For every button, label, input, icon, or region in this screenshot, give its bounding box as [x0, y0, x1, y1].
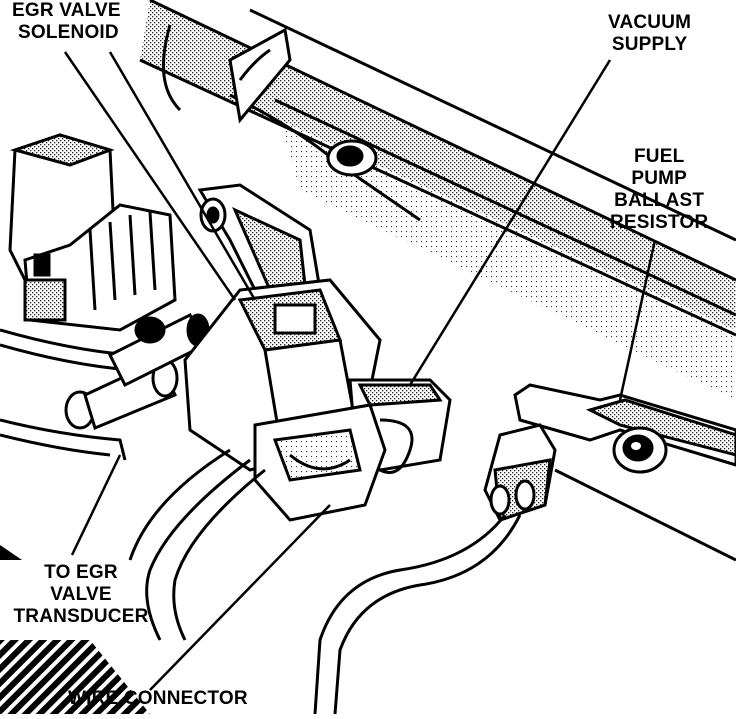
- leader-egr-transducer: [70, 454, 122, 556]
- resistor-bolt-icon: [612, 426, 668, 474]
- leader-ballast-resistor: [618, 239, 657, 401]
- label-fuel-pump-ballast-resistor: FUEL PUMP BALLAST RESISTOR: [610, 146, 708, 234]
- label-line: EGR VALVE: [12, 0, 121, 21]
- label-line: VALVE: [50, 584, 112, 605]
- label-line: BALLAST: [614, 190, 705, 211]
- connector-wires: [128, 448, 266, 641]
- hatched-harness: [0, 545, 150, 714]
- leader-egr-solenoid: [63, 51, 237, 301]
- fender-panel: [139, 0, 736, 562]
- label-line: VACUUM: [608, 12, 692, 33]
- fender-bolt-icon: [326, 139, 378, 177]
- label-egr-valve-solenoid: EGR VALVE SOLENOID: [12, 0, 121, 44]
- label-line: WIRE CONNECTOR: [68, 688, 248, 709]
- leader-lines: [63, 51, 657, 691]
- leader-wire-connector: [149, 504, 331, 691]
- label-line: TO EGR: [44, 562, 118, 583]
- vacuum-hose-top: [161, 24, 292, 124]
- ballast-resistor: [513, 383, 736, 467]
- label-line: RESISTOR: [610, 212, 709, 233]
- wire-connector: [253, 403, 414, 522]
- label-line: SOLENOID: [18, 22, 119, 43]
- resistor-plug: [483, 423, 557, 523]
- leader-egr-solenoid-2: [108, 51, 257, 301]
- label-wire-connector: WIRE CONNECTOR: [68, 688, 248, 710]
- label-line: PUMP: [631, 168, 688, 189]
- label-line: TRANSDUCER: [13, 606, 149, 627]
- label-vacuum-supply: VACUUM SUPPLY: [608, 12, 691, 56]
- label-to-egr-valve-transducer: TO EGR VALVE TRANSDUCER: [6, 562, 156, 628]
- vacuum-fittings: [64, 312, 210, 431]
- relay-block: [8, 133, 177, 332]
- resistor-wires: [313, 514, 522, 715]
- leader-vacuum-supply: [408, 59, 612, 386]
- label-line: SUPPLY: [611, 34, 688, 55]
- label-line: FUEL: [633, 146, 685, 167]
